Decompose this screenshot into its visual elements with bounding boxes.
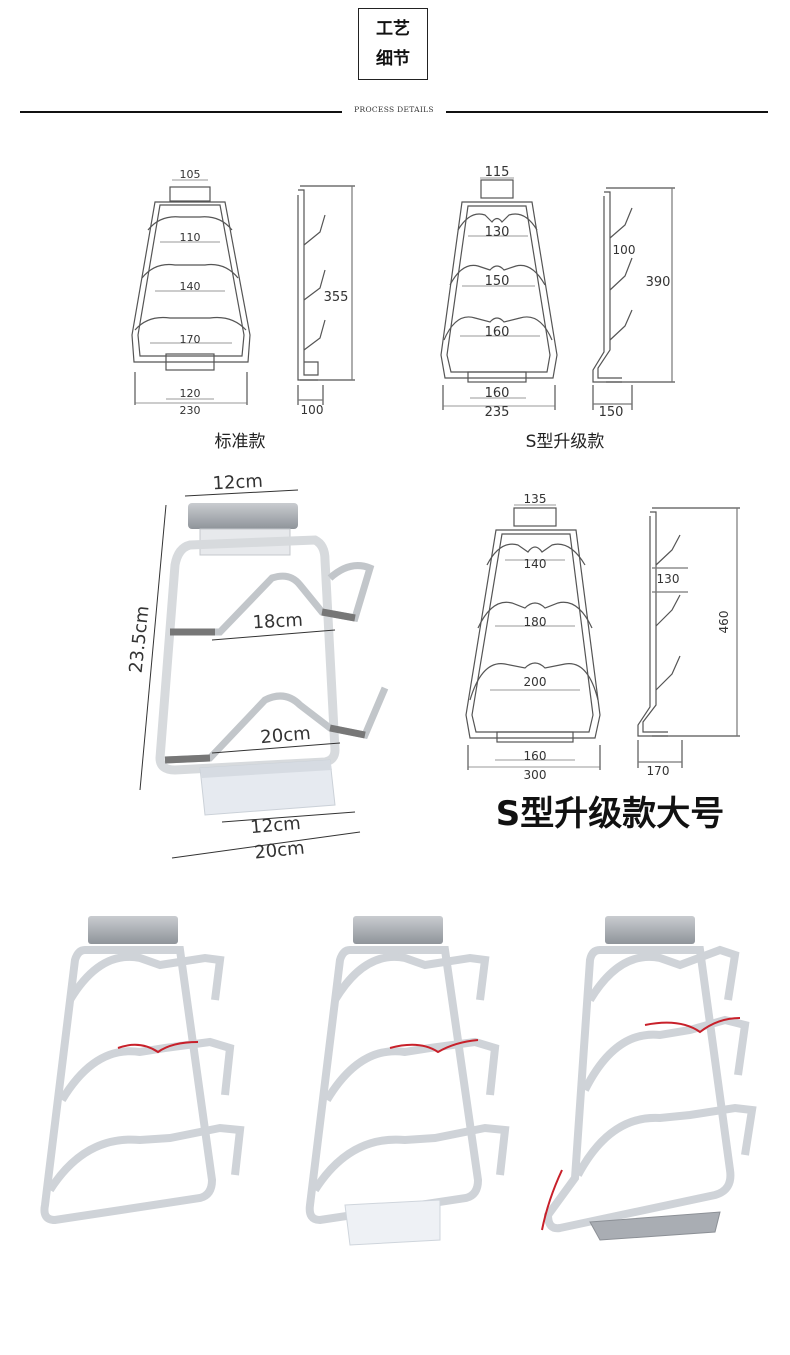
caption-s-large: S型升级款大号 bbox=[495, 794, 725, 834]
s-dim-depth: 150 bbox=[599, 405, 624, 420]
std-dim-r2: 140 bbox=[180, 280, 201, 293]
render-s-upgrade bbox=[541, 916, 757, 1241]
std-dim-r3: 170 bbox=[180, 333, 201, 346]
render-with-tray bbox=[305, 916, 510, 1246]
s-upgrade-front-diagram bbox=[440, 179, 558, 410]
standard-front-dim-lines bbox=[135, 179, 247, 404]
sl-dim-height: 460 bbox=[717, 611, 731, 634]
section-subtitle: PROCESS DETAILS bbox=[354, 105, 434, 114]
title-line-2: 细节 bbox=[376, 49, 410, 69]
s-large-front-dim-lines bbox=[468, 504, 600, 768]
caption-s-upgrade: S型升级款 bbox=[525, 432, 605, 452]
standard-side-diagram bbox=[297, 185, 355, 405]
photo-dim-height: 23.5cm bbox=[126, 605, 154, 674]
sl-dim-r1: 140 bbox=[524, 557, 547, 571]
sl-dim-top: 135 bbox=[524, 492, 547, 506]
s-large-side-diagram bbox=[637, 507, 740, 768]
photo-dim-mid: 18cm bbox=[252, 610, 303, 634]
s-dim-r2: 150 bbox=[485, 274, 510, 289]
sl-dim-side: 130 bbox=[657, 572, 680, 586]
sl-dim-depth: 170 bbox=[647, 764, 670, 778]
std-dim-depth: 100 bbox=[301, 403, 324, 417]
caption-standard: 标准款 bbox=[214, 432, 266, 452]
photo-dim-lines bbox=[139, 489, 361, 859]
std-dim-top: 105 bbox=[180, 168, 201, 181]
s-dim-height: 390 bbox=[646, 275, 671, 290]
s-upgrade-front-dim-lines bbox=[443, 177, 555, 407]
s-dim-side-top: 100 bbox=[613, 243, 636, 257]
s-dim-top: 115 bbox=[485, 165, 510, 180]
photo-rack-illustration bbox=[155, 503, 389, 816]
sl-dim-tray: 160 bbox=[524, 749, 547, 763]
section-title-box: 工艺 细节 bbox=[358, 8, 428, 80]
s-large-front-diagram bbox=[465, 507, 601, 770]
std-dim-base: 230 bbox=[180, 404, 201, 417]
s-dim-r1: 130 bbox=[485, 225, 510, 240]
s-dim-base: 235 bbox=[485, 405, 510, 420]
photo-dim-tray: 12cm bbox=[250, 813, 302, 838]
std-dim-height: 355 bbox=[324, 290, 349, 305]
title-line-1: 工艺 bbox=[376, 19, 410, 39]
s-dim-r3: 160 bbox=[485, 325, 510, 340]
sl-dim-base: 300 bbox=[524, 768, 547, 782]
render-standard bbox=[40, 916, 245, 1225]
photo-dim-low: 20cm bbox=[260, 723, 312, 748]
std-dim-tray: 120 bbox=[180, 387, 201, 400]
photo-dim-base: 20cm bbox=[253, 837, 305, 863]
standard-front-diagram bbox=[131, 186, 251, 405]
s-upgrade-side-diagram bbox=[592, 187, 675, 410]
std-dim-r1: 110 bbox=[180, 231, 201, 244]
sl-dim-r2: 180 bbox=[524, 615, 547, 629]
photo-dim-top: 12cm bbox=[212, 471, 263, 495]
divider-right bbox=[446, 111, 768, 113]
s-dim-tray: 160 bbox=[485, 386, 510, 401]
divider-left bbox=[20, 111, 342, 113]
sl-dim-r3: 200 bbox=[524, 675, 547, 689]
